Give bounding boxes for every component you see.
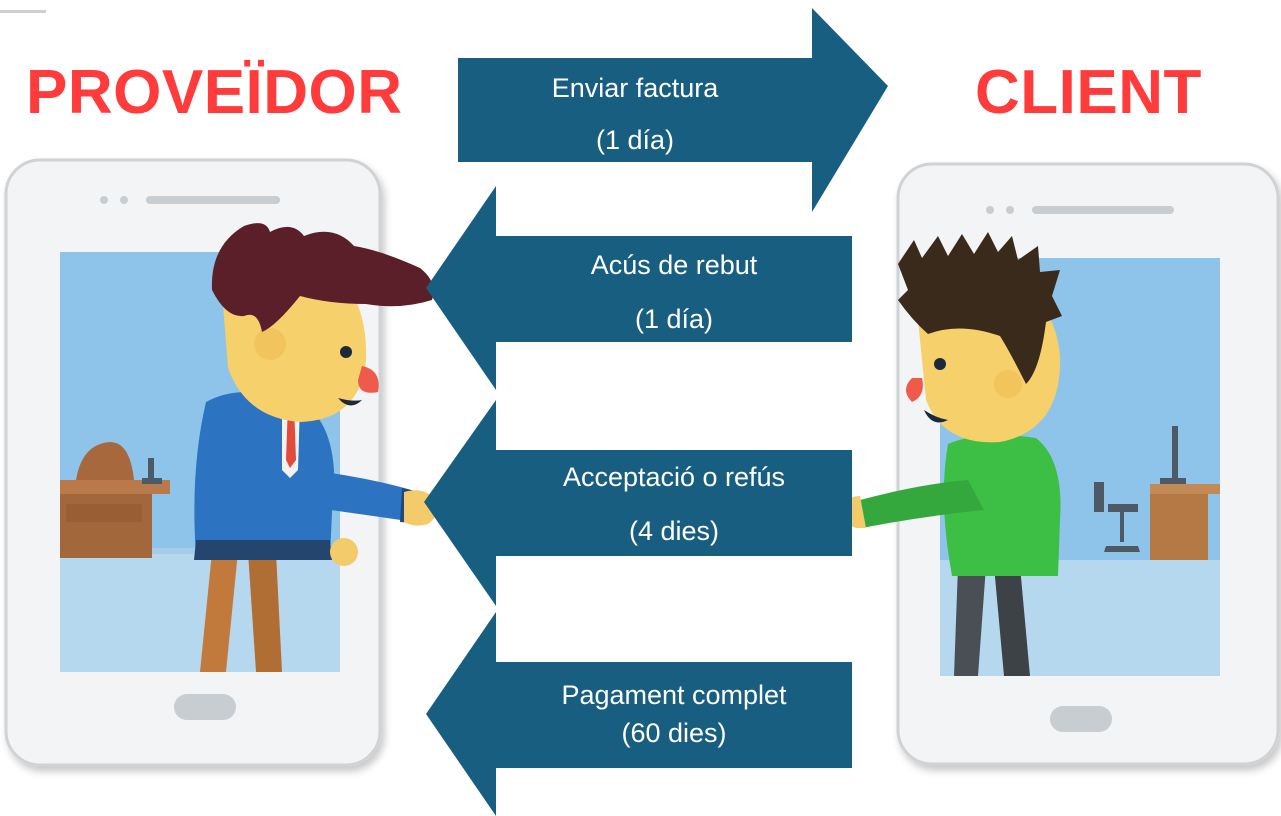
client-title: CLIENT <box>975 58 1202 127</box>
step-action: Acús de rebut <box>590 250 758 280</box>
step-action: Pagament complet <box>561 680 787 710</box>
arrow-accept-reject <box>424 400 852 606</box>
client-character <box>860 232 1062 676</box>
step-action: Acceptació o refús <box>562 462 786 492</box>
step-label-payment: Pagament complet (60 dies) <box>496 676 852 752</box>
arrow-send-invoice <box>458 8 888 212</box>
step-label-receipt: Acús de rebut (1 día) <box>496 238 852 346</box>
arrow-payment <box>426 612 852 816</box>
step-action: Enviar factura <box>551 73 719 103</box>
arrow-receipt <box>426 186 852 390</box>
supplier-title: PROVEÏDOR <box>26 58 403 127</box>
step-label-send-invoice: Enviar factura (1 día) <box>458 62 812 166</box>
step-duration: (60 dies) <box>621 718 727 748</box>
top-divider <box>0 10 46 13</box>
step-label-accept-reject: Acceptació o refús (4 dies) <box>496 450 852 558</box>
supplier-character <box>194 223 434 672</box>
step-duration: (4 dies) <box>628 516 720 546</box>
step-duration: (1 día) <box>634 304 714 334</box>
step-duration: (1 día) <box>595 125 675 155</box>
